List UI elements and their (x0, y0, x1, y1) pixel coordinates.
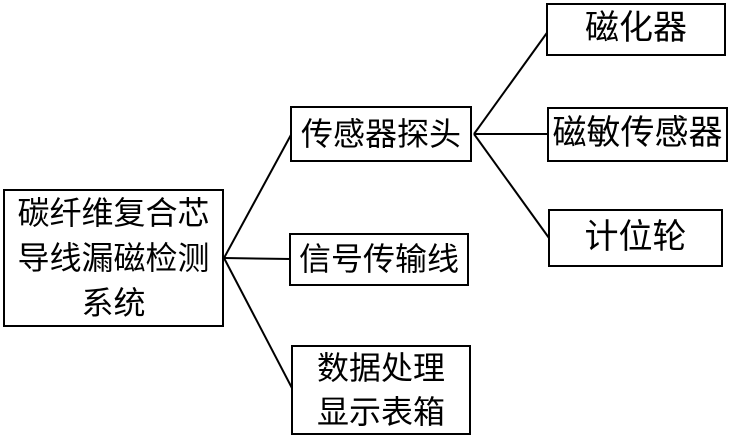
connector-system-to-data-box (223, 257, 294, 391)
node-sensor-probe: 传感器探头 (290, 106, 472, 162)
connector-probe-to-counting-wheel (473, 133, 550, 239)
node-magneto-sensitive-sensor: 磁敏传感器 (547, 107, 728, 162)
connector-system-to-sensor-probe (223, 132, 293, 259)
node-signal-transmission-line: 信号传输线 (289, 233, 469, 286)
node-position-counting-wheel: 计位轮 (548, 209, 723, 267)
connector-probe-to-magnetizer (473, 29, 550, 135)
node-magnetizer: 磁化器 (546, 3, 726, 56)
node-data-processing-display-box: 数据处理 显示表箱 (291, 345, 471, 435)
connector-system-to-signal-line (223, 257, 292, 260)
node-system-root: 碳纤维复合芯 导线漏磁检测 系统 (3, 189, 224, 327)
